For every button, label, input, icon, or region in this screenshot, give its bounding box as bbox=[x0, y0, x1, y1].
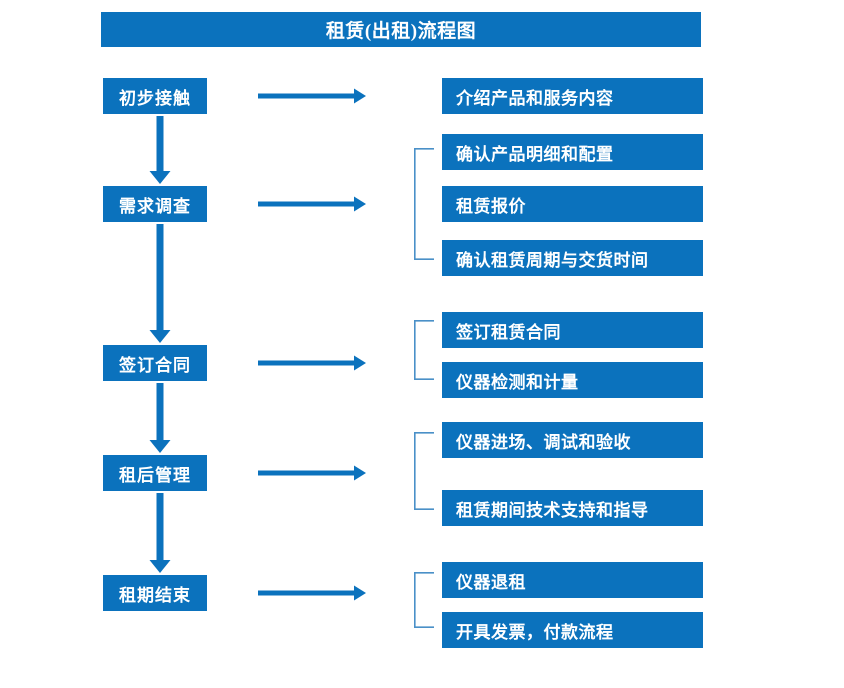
horizontal-arrow-1 bbox=[258, 86, 366, 106]
vertical-arrow-2 bbox=[148, 224, 172, 343]
vertical-arrow-4 bbox=[148, 493, 172, 573]
stage-box-5[interactable]: 租期结束 bbox=[103, 575, 207, 611]
vertical-arrow-1 bbox=[148, 116, 172, 184]
stage-box-4[interactable]: 租后管理 bbox=[103, 455, 207, 491]
detail-box-9[interactable]: 仪器退租 bbox=[442, 562, 703, 598]
detail-box-2[interactable]: 确认产品明细和配置 bbox=[442, 134, 703, 170]
stage-box-1[interactable]: 初步接触 bbox=[103, 78, 207, 114]
detail-box-6[interactable]: 仪器检测和计量 bbox=[442, 362, 703, 398]
stage-box-2[interactable]: 需求调查 bbox=[103, 186, 207, 222]
bracket-group-3 bbox=[414, 320, 434, 380]
bracket-group-5 bbox=[414, 572, 434, 628]
horizontal-arrow-4 bbox=[258, 463, 366, 483]
detail-box-3[interactable]: 租赁报价 bbox=[442, 186, 703, 222]
diagram-title: 租赁(出租)流程图 bbox=[101, 12, 701, 47]
horizontal-arrow-3 bbox=[258, 353, 366, 373]
horizontal-arrow-5 bbox=[258, 583, 366, 603]
detail-box-4[interactable]: 确认租赁周期与交货时间 bbox=[442, 240, 703, 276]
detail-box-8[interactable]: 租赁期间技术支持和指导 bbox=[442, 490, 703, 526]
detail-box-5[interactable]: 签订租赁合同 bbox=[442, 312, 703, 348]
bracket-group-2 bbox=[414, 148, 434, 260]
detail-box-1[interactable]: 介绍产品和服务内容 bbox=[442, 78, 703, 114]
bracket-group-4 bbox=[414, 432, 434, 510]
detail-box-7[interactable]: 仪器进场、调试和验收 bbox=[442, 422, 703, 458]
vertical-arrow-3 bbox=[148, 383, 172, 453]
detail-box-10[interactable]: 开具发票，付款流程 bbox=[442, 612, 703, 648]
horizontal-arrow-2 bbox=[258, 194, 366, 214]
stage-box-3[interactable]: 签订合同 bbox=[103, 345, 207, 381]
